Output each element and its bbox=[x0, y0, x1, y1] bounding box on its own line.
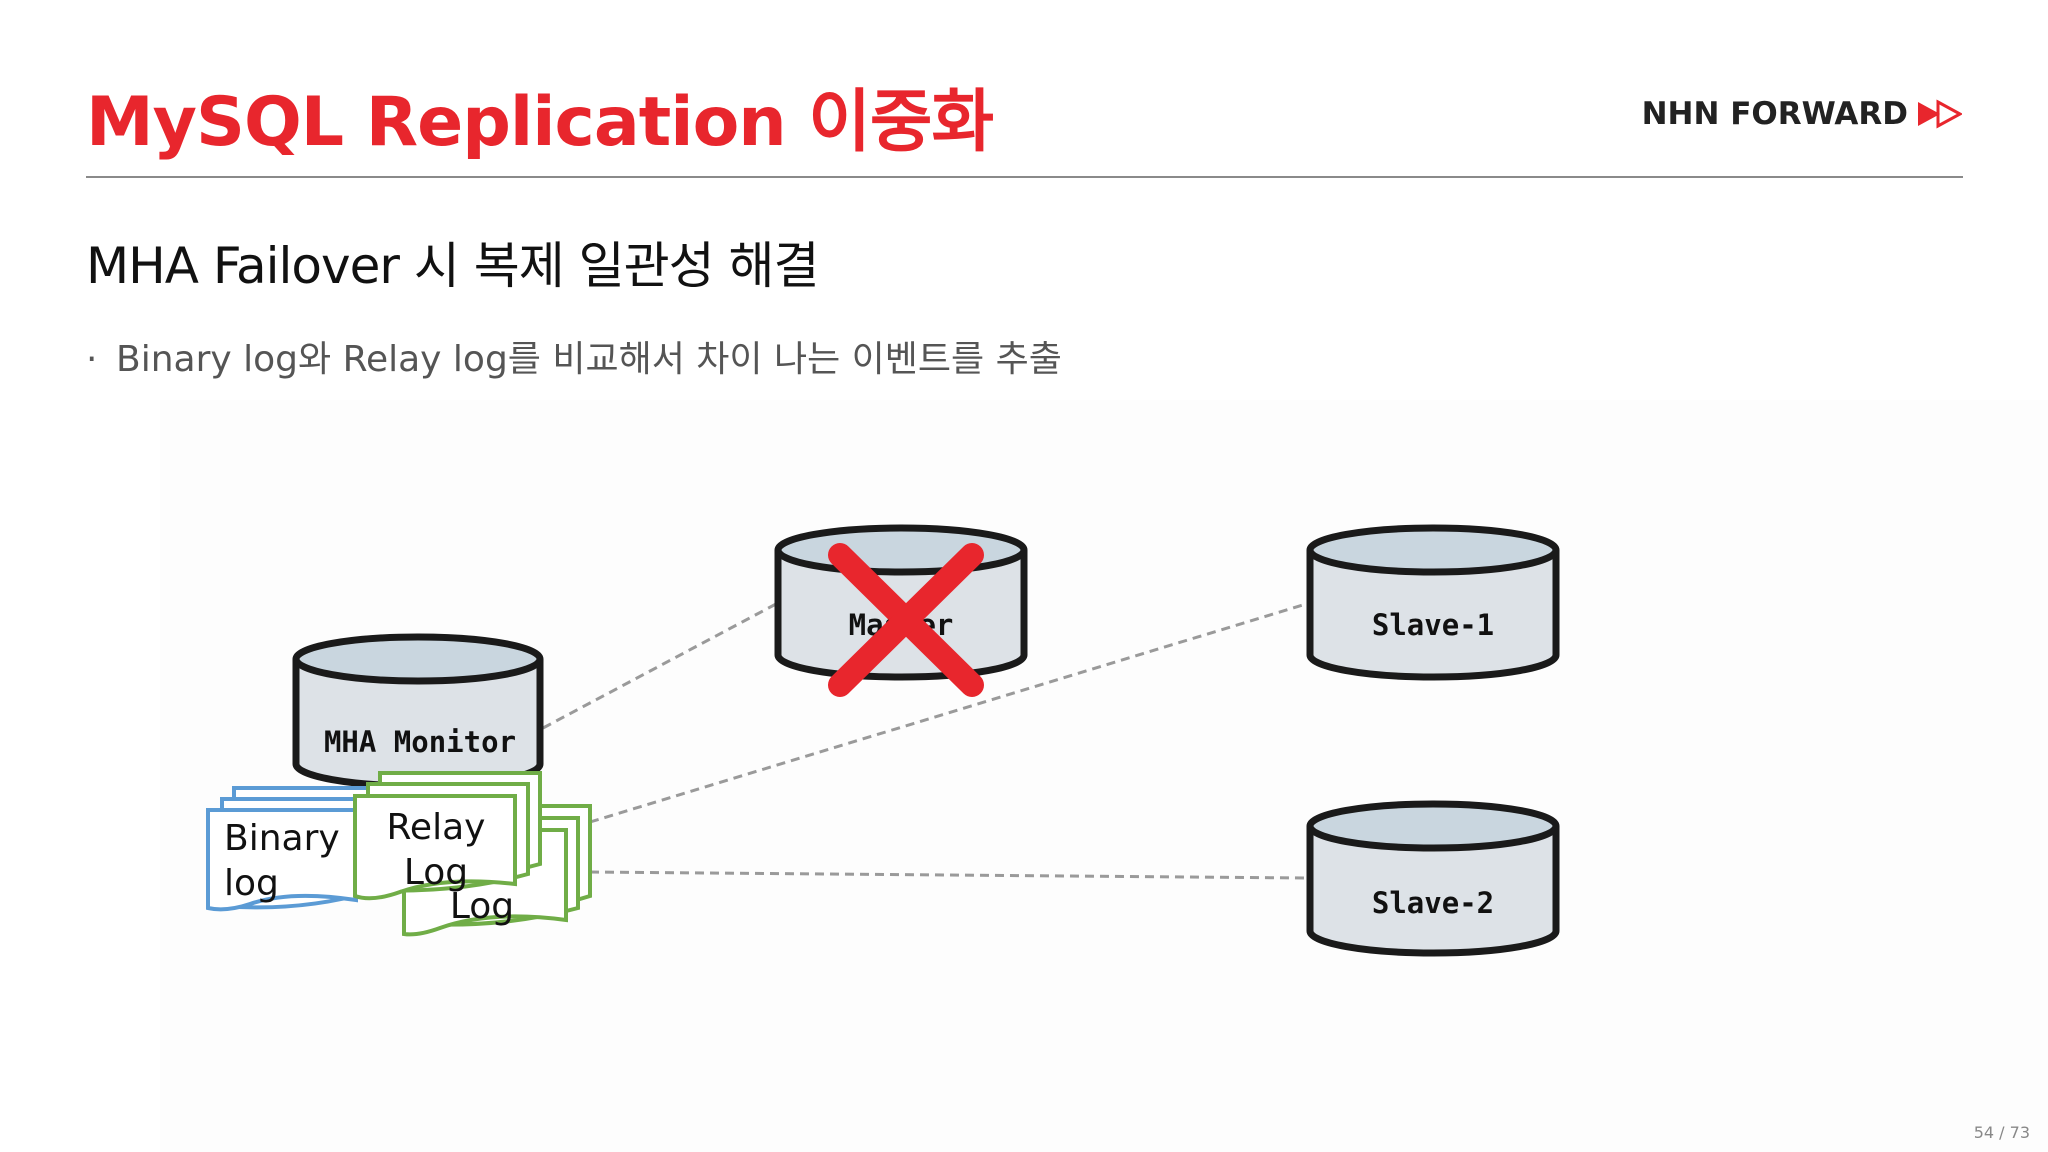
bullet-dot: · bbox=[86, 339, 98, 380]
link-monitor-master bbox=[542, 602, 777, 730]
slave1-db: Slave-1 bbox=[1306, 524, 1560, 681]
mha-monitor-db: MHA Monitor bbox=[292, 633, 544, 790]
bullet-text: Binary log와 Relay log를 비교해서 차이 나는 이벤트를 추… bbox=[116, 339, 1062, 380]
relay-log-label-line1: Relay bbox=[387, 807, 486, 848]
binary-log-label-line1: Binary bbox=[224, 818, 340, 859]
relay-log-back-label: Log bbox=[450, 886, 514, 927]
relay-log-label-line2: Log bbox=[404, 852, 468, 893]
master-db: Master bbox=[774, 524, 1028, 681]
links bbox=[542, 602, 1307, 880]
section-heading: MHA Failover 시 복제 일관성 해결 bbox=[86, 237, 820, 295]
slave2-label: Slave-2 bbox=[1372, 886, 1494, 920]
bullet-item: · Binary log와 Relay log를 비교해서 차이 나는 이벤트를 … bbox=[86, 330, 1062, 382]
relay-log-front-stack: Relay Log bbox=[353, 771, 542, 901]
binary-log-stack: Binary log bbox=[206, 786, 382, 912]
link-monitor-slave1 bbox=[589, 602, 1307, 824]
slave2-db: Slave-2 bbox=[1306, 800, 1560, 957]
slide-title: MySQL Replication 이중화 bbox=[86, 83, 994, 162]
slave1-label: Slave-1 bbox=[1372, 608, 1494, 642]
mha-monitor-label: MHA Monitor bbox=[324, 725, 516, 759]
failure-x-icon bbox=[828, 543, 984, 697]
forward-arrows-icon bbox=[1918, 99, 1962, 129]
binary-log-label-line2: log bbox=[224, 863, 279, 904]
link-monitor-slave2 bbox=[589, 870, 1307, 880]
page-number: 54 / 73 bbox=[1973, 1123, 2030, 1142]
brand-name: NHN FORWARD bbox=[1641, 96, 1908, 132]
brand-logo: NHN FORWARD bbox=[1642, 96, 1962, 132]
title-divider bbox=[86, 176, 1963, 178]
